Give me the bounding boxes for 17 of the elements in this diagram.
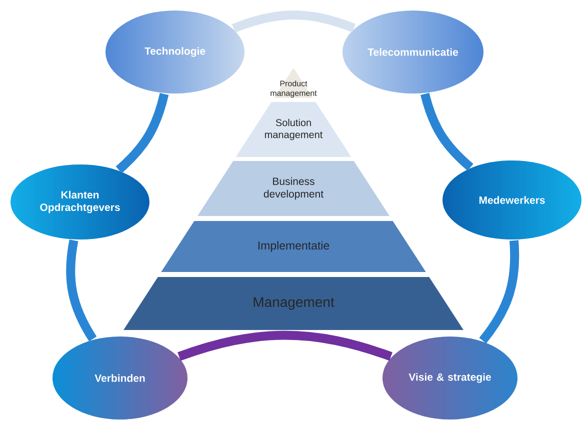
circle-node: Telecommunicatie <box>342 10 484 94</box>
pyramid-level: Business development <box>197 161 390 216</box>
circle-node: Klanten Opdrachtgevers <box>10 164 150 240</box>
ring-segment <box>66 240 97 342</box>
circle-node: Technologie <box>104 10 246 94</box>
circle-node: Verbinden <box>52 335 188 420</box>
ring-segment <box>420 92 474 171</box>
pyramid-level: Product management <box>270 68 317 98</box>
ring-segment <box>116 92 169 174</box>
pyramid-level: Solution management <box>236 102 352 157</box>
ring-segment <box>232 10 356 33</box>
pyramid-level: Management <box>124 277 464 330</box>
circle-node: Medewerkers <box>442 160 582 240</box>
ring-segment <box>479 240 520 344</box>
circle-node: Visie & strategie <box>382 335 518 420</box>
ring-segment <box>178 330 392 361</box>
pyramid-level: Implementatie <box>161 221 426 272</box>
